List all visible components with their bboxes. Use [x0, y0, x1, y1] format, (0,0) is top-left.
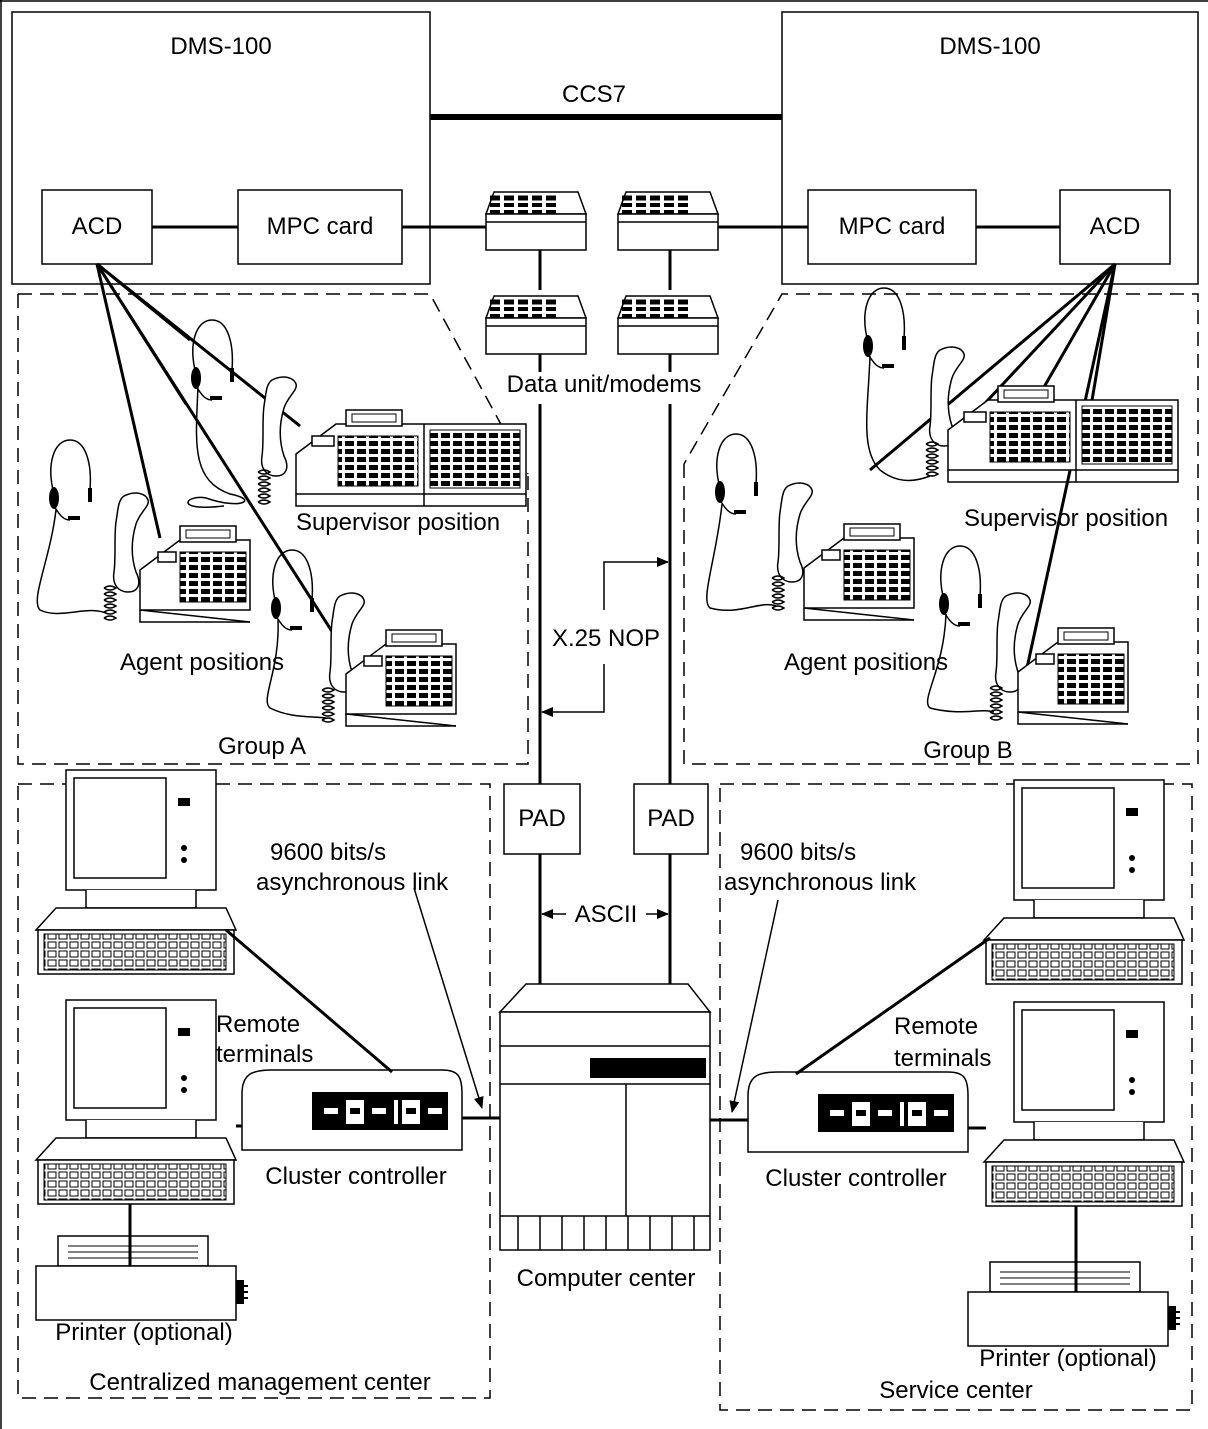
agent-phone-icon: [346, 630, 456, 726]
service-center: 9600 bits/s asynchronous link Remote ter…: [710, 780, 1192, 1410]
acd-right-label: ACD: [1090, 213, 1141, 240]
pad-right-label: PAD: [647, 805, 695, 832]
ascii-label: ASCII: [575, 901, 638, 928]
cluster-controller-icon: [748, 1072, 968, 1152]
coil-icon: [322, 688, 334, 722]
agent-phone-icon: [1018, 628, 1128, 724]
link-right-line1: 9600 bits/s: [740, 839, 856, 866]
link-left-line2: asynchronous link: [256, 869, 449, 896]
agent-positions-left-label: Agent positions: [120, 649, 284, 676]
dms-100-right: DMS-100 MPC card ACD: [782, 12, 1198, 284]
coil-icon: [258, 470, 270, 504]
supervisor-phone-icon: [296, 410, 526, 506]
supervisor-position-left-label: Supervisor position: [296, 509, 500, 536]
computer-center-label: Computer center: [517, 1265, 696, 1292]
ccs7-link: CCS7: [430, 81, 782, 117]
headset-icon: [49, 440, 92, 520]
agent-phone-icon: [140, 526, 250, 622]
modem-icon: [486, 296, 586, 354]
coil-icon: [104, 586, 116, 620]
cluster-controller-right-label: Cluster controller: [765, 1165, 946, 1192]
terminal-icon: [36, 770, 236, 974]
handset-icon: [262, 377, 297, 476]
remote-terminals-left-line1: Remote: [216, 1011, 300, 1038]
group-b-label: Group B: [923, 737, 1012, 764]
x25-nop-annotation: X.25 NOP: [542, 562, 668, 712]
link-right-line2: asynchronous link: [724, 869, 917, 896]
coil-icon: [926, 442, 938, 476]
dms-100-right-label: DMS-100: [939, 33, 1040, 60]
printer-icon: [968, 1262, 1180, 1346]
remote-terminals-right-line2: terminals: [894, 1045, 991, 1072]
mpc-card-left-label: MPC card: [267, 213, 374, 240]
agent-phone-icon: [804, 524, 914, 620]
x25-nop-label: X.25 NOP: [552, 625, 660, 652]
dms-100-left: DMS-100 ACD MPC card: [12, 12, 430, 284]
acd-left-label: ACD: [72, 213, 123, 240]
coil-icon: [990, 686, 1002, 720]
headset-icon: [715, 434, 758, 514]
modem-icon: [618, 192, 718, 250]
service-center-label: Service center: [879, 1377, 1032, 1404]
pads: PAD PAD ASCII: [504, 784, 708, 984]
data-units: Data unit/modems: [402, 192, 808, 398]
printer-right-label: Printer (optional): [979, 1345, 1156, 1372]
terminal-icon: [984, 780, 1184, 984]
remote-terminals-left-line2: terminals: [216, 1041, 313, 1068]
agent-positions-right-label: Agent positions: [784, 649, 948, 676]
centralized-management-center: 9600 bits/s asynchronous link Remote ter…: [18, 770, 500, 1398]
remote-terminals-right-line1: Remote: [894, 1013, 978, 1040]
cmc-label: Centralized management center: [89, 1369, 431, 1396]
supervisor-phone-icon: [948, 386, 1178, 482]
link-left-line1: 9600 bits/s: [270, 839, 386, 866]
modem-icon: [486, 192, 586, 250]
data-unit-modems-label: Data unit/modems: [507, 371, 702, 398]
pad-left-label: PAD: [518, 805, 566, 832]
modem-icon: [618, 296, 718, 354]
dms-100-left-label: DMS-100: [170, 33, 271, 60]
group-a-label: Group A: [218, 733, 306, 760]
terminal-icon: [36, 1000, 236, 1204]
ccs7-label: CCS7: [562, 81, 626, 108]
group-a-area: Supervisor position Agent positions Grou…: [18, 264, 528, 764]
computer-center: Computer center: [500, 984, 710, 1292]
terminal-icon: [984, 1002, 1184, 1206]
cluster-controller-left-label: Cluster controller: [265, 1163, 446, 1190]
printer-left-label: Printer (optional): [55, 1319, 232, 1346]
supervisor-position-right-label: Supervisor position: [964, 505, 1168, 532]
cluster-controller-icon: [242, 1070, 462, 1150]
mpc-card-right-label: MPC card: [839, 213, 946, 240]
headset-icon: [271, 550, 314, 630]
group-b-area: Supervisor position Agent positions Grou…: [684, 264, 1198, 764]
printer-icon: [36, 1236, 248, 1320]
